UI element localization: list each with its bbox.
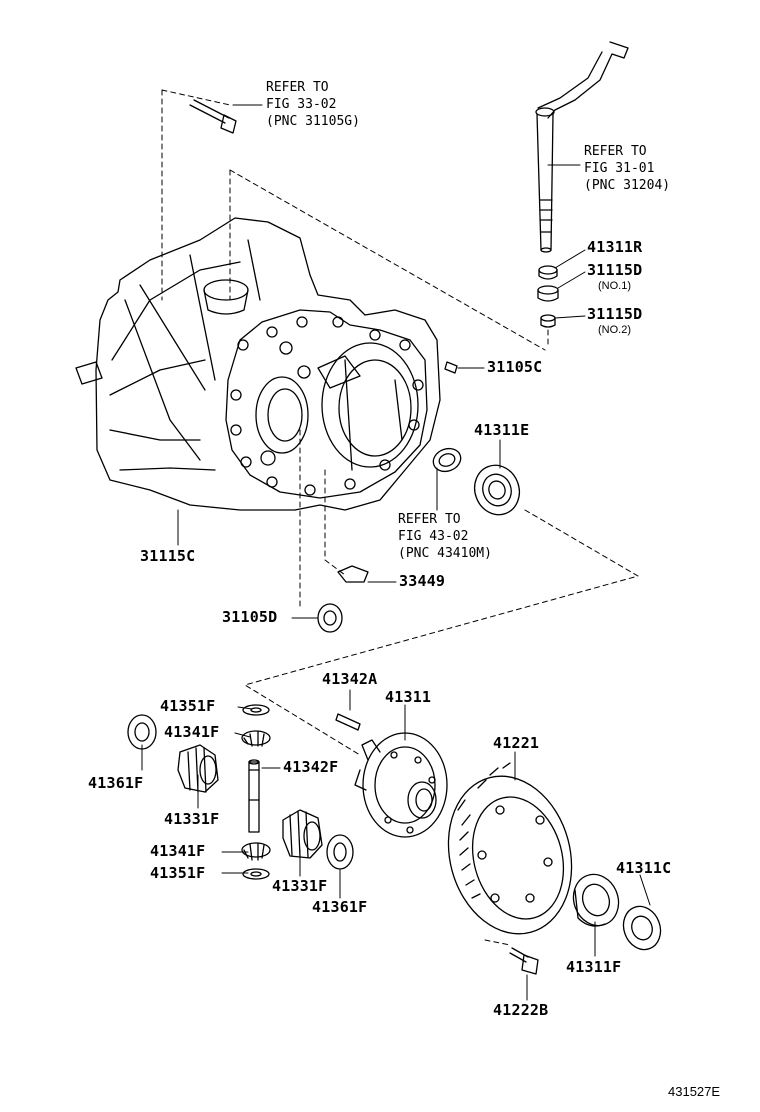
part-label-41222b: 41222B [493,1001,549,1019]
bearing-41311f [572,873,620,927]
transaxle-case [75,217,441,511]
part-label-41311r: 41311R [587,238,643,256]
shaft-41342f [248,759,260,833]
part-label-41311c: 41311C [616,859,672,877]
washer-41311c [622,905,662,951]
part-label-41361f-right: 41361F [312,898,368,916]
bolt-41222b [509,947,539,975]
pinion-41341f-top [241,730,271,747]
part-label-41331f-left: 41331F [164,810,220,828]
washer-41351f-top [242,704,270,716]
part-label-31105d: 31105D [222,608,278,626]
side-gear-41331f-left [177,744,219,793]
washer-41361f-left [127,714,157,750]
ref-note-output-shaft: REFER TO FIG 43-02 (PNC 43410M) [398,512,492,561]
ring-gear-41221 [447,762,573,935]
pin-31105c [444,361,458,374]
differential-case-41311 [354,732,448,838]
part-label-41341f-top: 41341F [164,723,220,741]
bushings [537,265,559,328]
part-label-33449: 33449 [399,572,446,590]
part-label-41331f-right: 41331F [272,877,328,895]
washer-41361f-right [326,834,354,870]
part-label-41342f: 41342F [283,758,339,776]
assembly-dashed-lines [161,89,639,946]
shift-lever-shaft [535,41,629,253]
part-label-41311e: 41311E [474,421,530,439]
side-gear-41331f-right [282,809,323,859]
note-no1: (NO.1) [598,280,631,292]
bolt-31105g [189,99,237,134]
part-label-41351f-bottom: 41351F [150,864,206,882]
part-label-41342a: 41342A [322,670,378,688]
part-label-41361f-left: 41361F [88,774,144,792]
part-label-41311: 41311 [385,688,432,706]
note-no2: (NO.2) [598,324,631,336]
seal-31105d [317,603,343,633]
part-label-41221: 41221 [493,734,540,752]
leader-lines [141,104,651,1001]
part-label-31115d-no1: 31115D [587,261,643,279]
bearing-41311e [473,464,521,516]
part-label-41351f-top: 41351F [160,697,216,715]
part-label-31115c: 31115C [140,547,196,565]
part-label-41311f: 41311F [566,958,622,976]
part-label-31105c: 31105C [487,358,543,376]
figure-id: 431527E [668,1084,721,1099]
pinion-41341f-bottom [241,842,271,861]
part-label-41341f-bottom: 41341F [150,842,206,860]
plate-33449 [337,565,369,583]
pin-41342a [335,713,361,731]
ref-note-bolt: REFER TO FIG 33-02 (PNC 31105G) [266,80,360,129]
part-label-31115d-no2: 31115D [587,305,643,323]
ref-note-shift-lever: REFER TO FIG 31-01 (PNC 31204) [584,144,671,193]
washer-41351f-bottom [242,868,270,880]
oil-seal [432,447,462,473]
